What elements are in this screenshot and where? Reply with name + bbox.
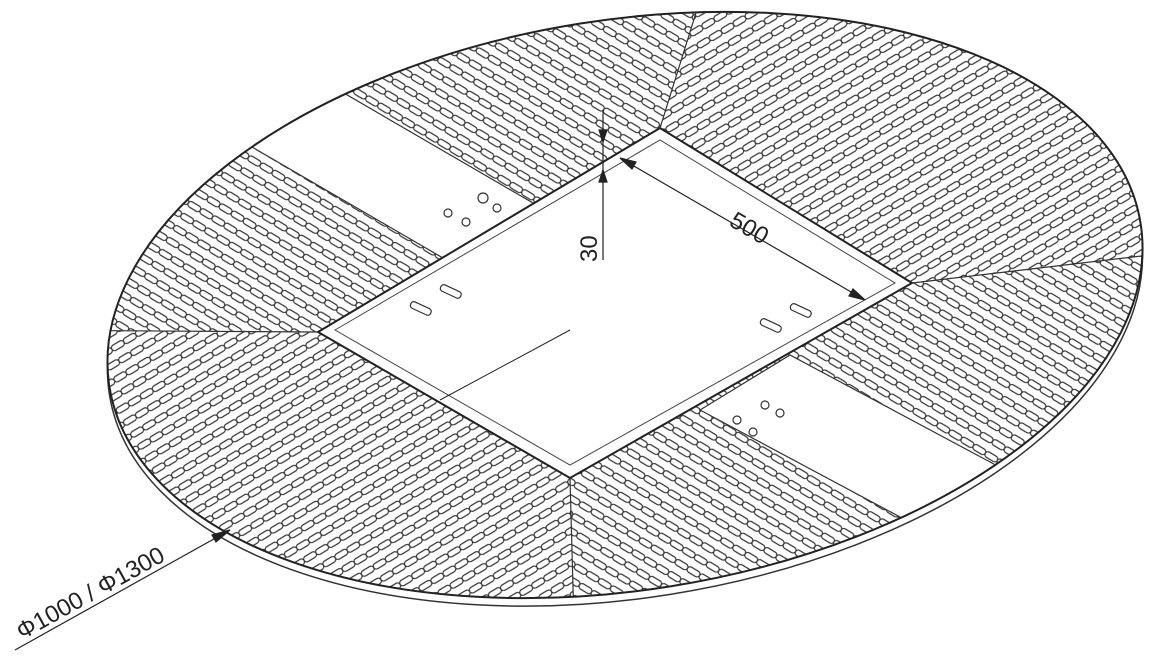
grate-rim: [106, 10, 1144, 600]
bolts: [409, 192, 812, 437]
tree-opening: [316, 126, 914, 480]
dim-label-depth: 30: [576, 235, 603, 262]
opening-inner-edge: [334, 139, 896, 466]
dim-line-500: [619, 157, 866, 301]
dim-line-diameter: [14, 529, 231, 651]
dim-label-diameter: Φ1000 / Φ1300: [12, 542, 169, 646]
